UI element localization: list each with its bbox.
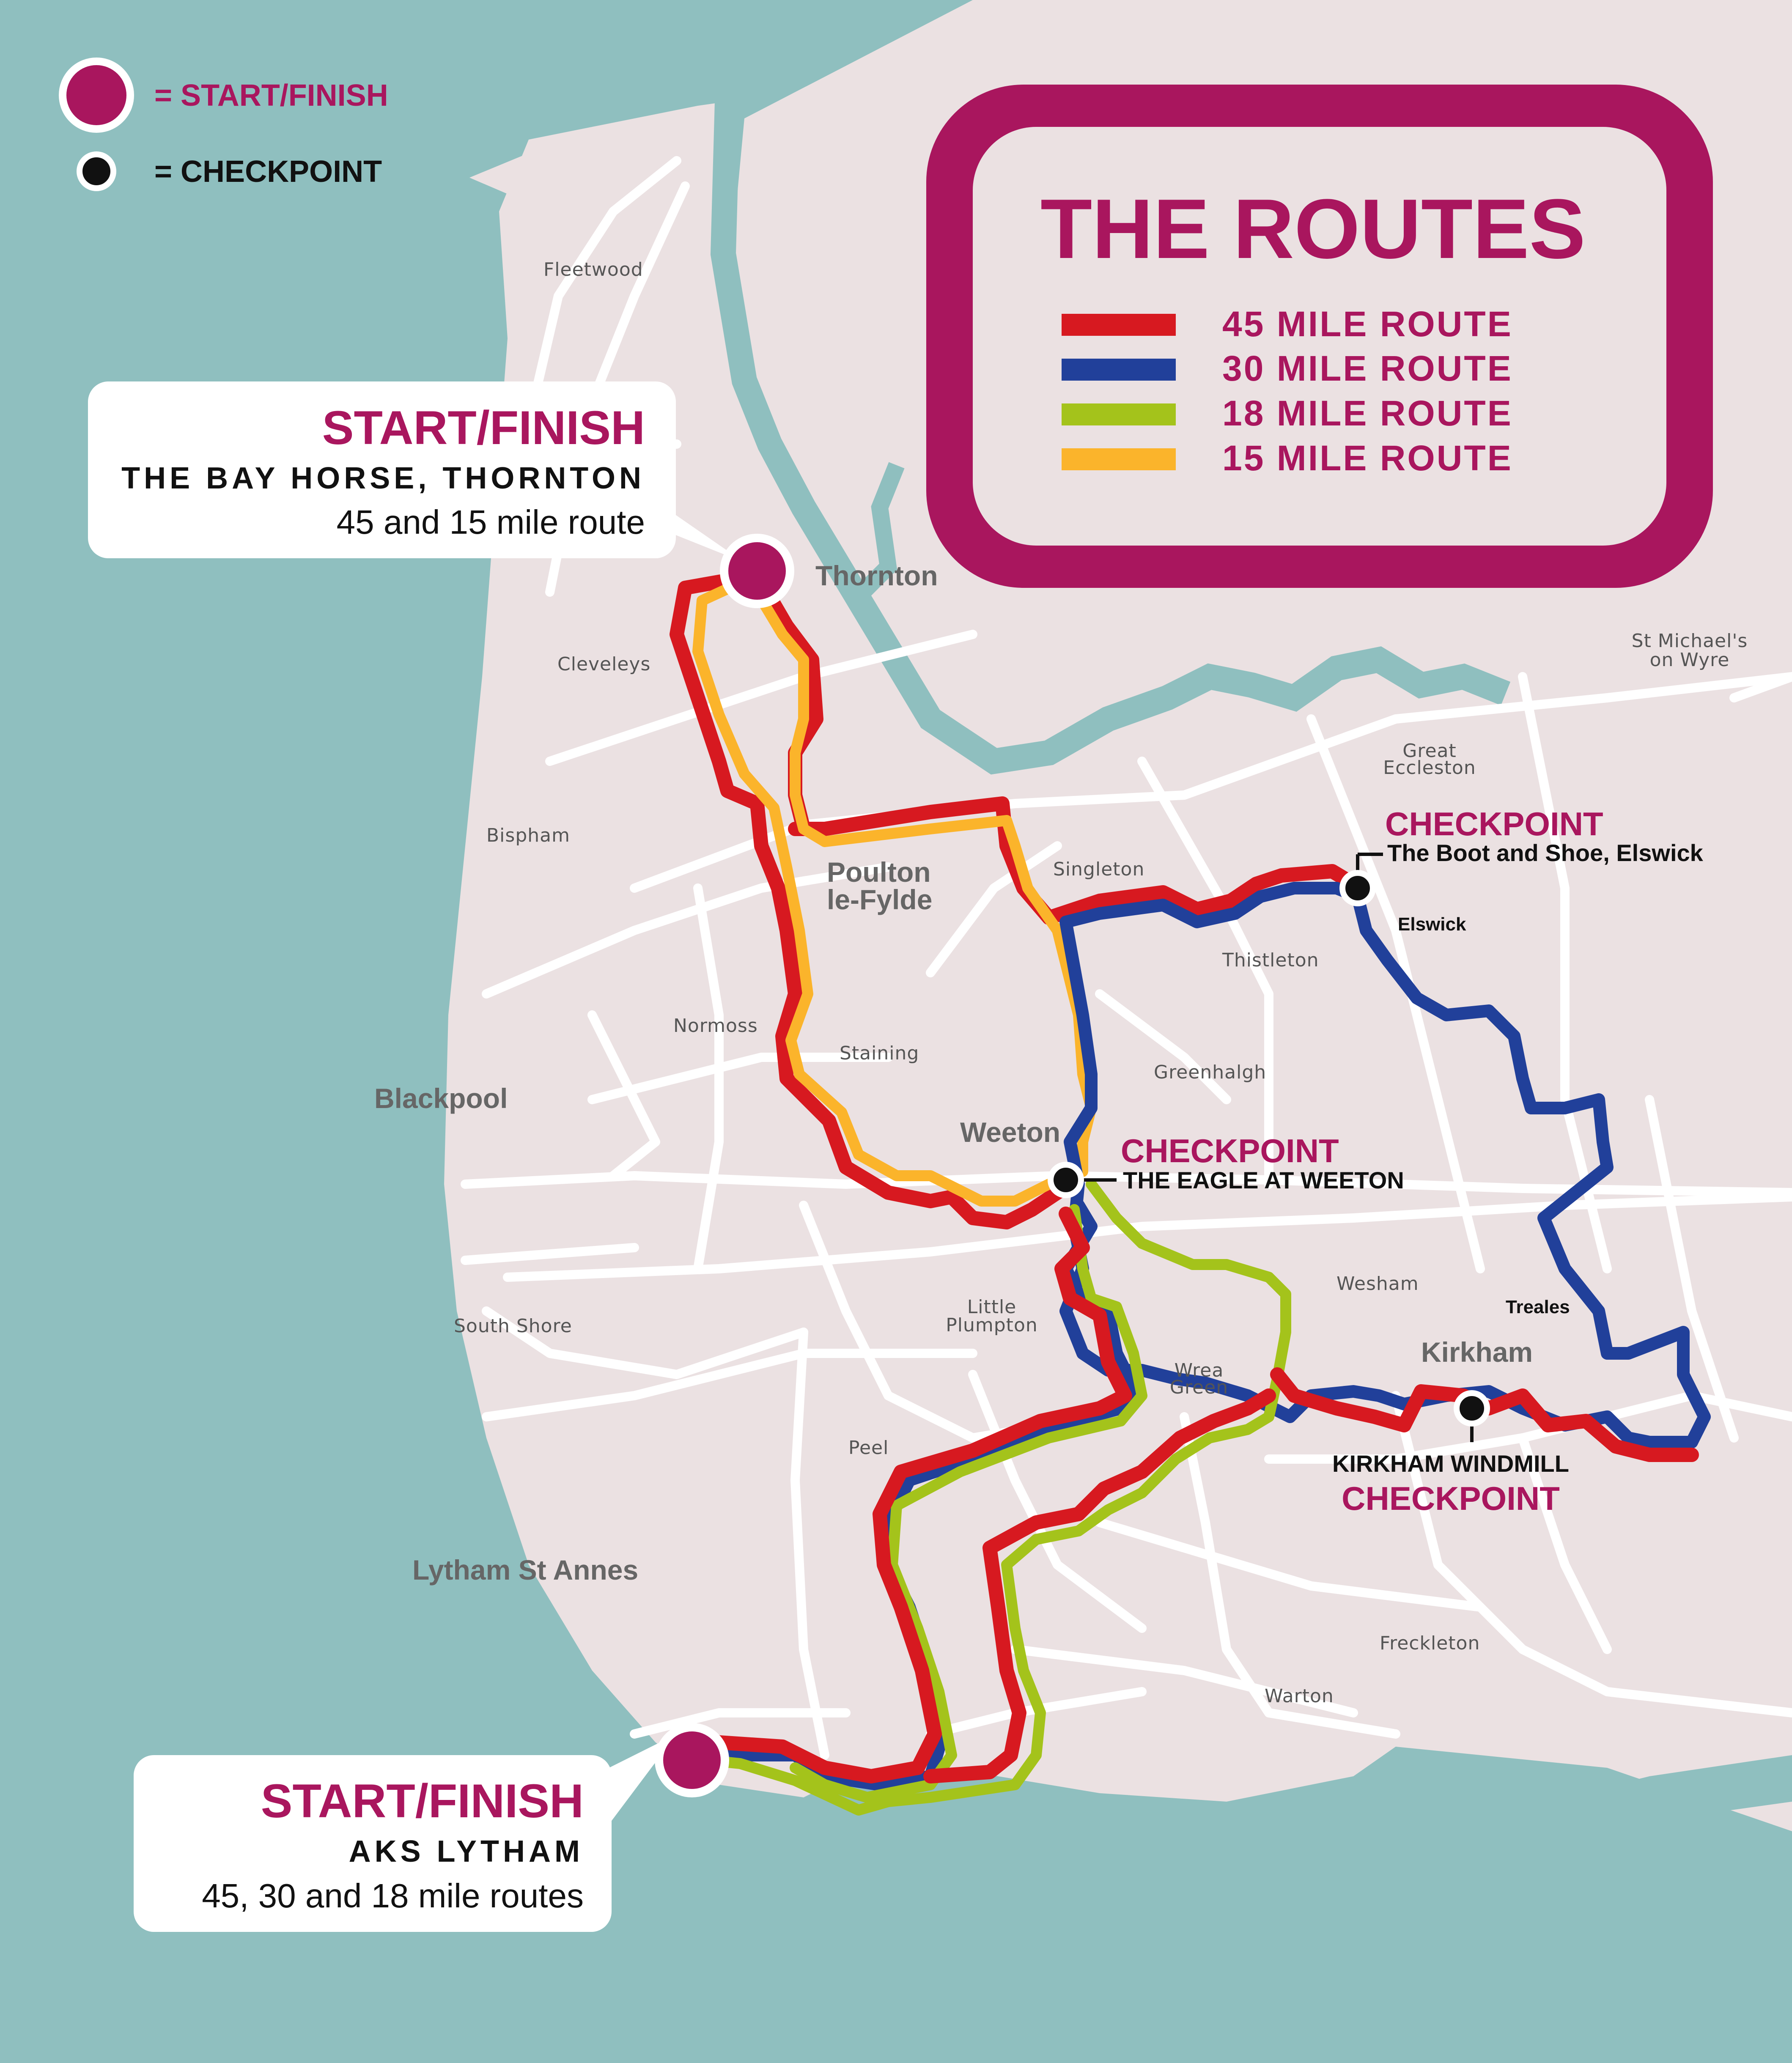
routes-title: THE ROUTES xyxy=(1040,182,1586,276)
checkpoint-elswick[interactable]: CHECKPOINT The Boot and Shoe, Elswick xyxy=(1339,805,1704,906)
route-45-swatch xyxy=(1062,314,1176,336)
checkpoint-weeton-venue: THE EAGLE AT WEETON xyxy=(1123,1167,1404,1193)
route-30-swatch xyxy=(1062,359,1176,381)
place-fleetwood: Fleetwood xyxy=(543,259,643,280)
checkpoint-kirkham-title: CHECKPOINT xyxy=(1342,1480,1560,1517)
checkpoint-marker[interactable] xyxy=(1048,1162,1084,1198)
checkpoint-kirkham-venue: KIRKHAM WINDMILL xyxy=(1332,1450,1569,1477)
route-45-north-loop xyxy=(670,568,1077,1229)
place-great-eccleston-2: Eccleston xyxy=(1383,757,1476,779)
start-lytham-venue: AKS LYTHAM xyxy=(349,1835,584,1868)
place-normoss: Normoss xyxy=(673,1015,758,1037)
place-warton: Warton xyxy=(1265,1685,1334,1707)
place-singleton: Singleton xyxy=(1053,859,1144,880)
route-18-label: 18 MILE ROUTE xyxy=(1222,393,1513,433)
place-peel: Peel xyxy=(848,1437,889,1459)
legend: = START/FINISH = CHECKPOINT xyxy=(59,58,388,191)
place-great-eccleston-1: Great xyxy=(1402,740,1457,762)
river-bottom xyxy=(1535,1774,1615,2063)
checkpoint-marker[interactable] xyxy=(1454,1390,1490,1427)
route-15-label: 15 MILE ROUTE xyxy=(1222,438,1513,478)
legend-checkpoint-label: = CHECKPOINT xyxy=(154,155,382,189)
town-thornton: Thornton xyxy=(815,560,938,591)
place-st-michaels-2: on Wyre xyxy=(1650,649,1730,671)
place-treales: Treales xyxy=(1506,1297,1570,1317)
town-weeton: Weeton xyxy=(960,1117,1060,1148)
place-greenhalgh: Greenhalgh xyxy=(1154,1062,1266,1083)
land-spit xyxy=(469,110,694,203)
place-staining: Staining xyxy=(840,1042,919,1064)
town-kirkham: Kirkham xyxy=(1421,1336,1533,1368)
river-wyre-branch xyxy=(856,462,905,598)
place-little-plumpton-2: Plumpton xyxy=(946,1314,1038,1336)
town-blackpool: Blackpool xyxy=(374,1083,508,1114)
route-18-swatch xyxy=(1062,403,1176,425)
start-finish-marker-thornton[interactable] xyxy=(720,534,794,608)
route-18-inner xyxy=(790,1204,1147,1803)
start-lytham-callout: START/FINISH AKS LYTHAM 45, 30 and 18 mi… xyxy=(134,1734,677,1932)
route-45-poulton-singleton xyxy=(788,796,1361,925)
routes-legend-box: THE ROUTES 45 MILE ROUTE 30 MILE ROUTE 1… xyxy=(926,85,1713,588)
checkpoint-elswick-venue: The Boot and Shoe, Elswick xyxy=(1387,839,1704,866)
checkpoint-weeton-title: CHECKPOINT xyxy=(1121,1132,1339,1169)
place-bispham: Bispham xyxy=(486,825,570,846)
start-finish-marker-lytham[interactable] xyxy=(655,1723,729,1797)
route-30 xyxy=(1059,882,1711,1448)
route-45-south xyxy=(686,1207,1132,1783)
place-st-michaels-1: St Michael's xyxy=(1632,630,1748,652)
start-thornton-callout: START/FINISH THE BAY HORSE, THORNTON 45 … xyxy=(88,381,744,562)
start-lytham-title: START/FINISH xyxy=(261,1775,584,1827)
route-30-label: 30 MILE ROUTE xyxy=(1222,348,1513,388)
route-45-south-west xyxy=(923,1388,1276,1783)
place-wrea-green-1: Wrea xyxy=(1175,1360,1224,1381)
route-15-swatch xyxy=(1062,448,1176,470)
checkpoint-legend-icon xyxy=(77,151,116,191)
town-poulton-2: le-Fylde xyxy=(827,884,932,915)
route-45-label: 45 MILE ROUTE xyxy=(1222,304,1513,344)
start-thornton-note: 45 and 15 mile route xyxy=(337,503,645,541)
start-lytham-note: 45, 30 and 18 mile routes xyxy=(202,1877,584,1915)
town-lytham: Lytham St Annes xyxy=(412,1554,638,1586)
place-south-shore: South Shore xyxy=(454,1315,572,1337)
checkpoint-marker[interactable] xyxy=(1339,870,1376,906)
start-thornton-venue: THE BAY HORSE, THORNTON xyxy=(121,461,645,495)
place-elswick: Elswick xyxy=(1398,914,1466,935)
start-finish-legend-icon xyxy=(59,58,134,133)
route-18 xyxy=(692,1179,1291,1816)
place-cleveleys: Cleveleys xyxy=(557,653,650,675)
ribble-estuary xyxy=(1227,1755,1792,2063)
place-freckleton: Freckleton xyxy=(1380,1632,1480,1654)
checkpoint-elswick-title: CHECKPOINT xyxy=(1385,805,1603,842)
place-little-plumpton-1: Little xyxy=(967,1296,1017,1318)
place-thistleton: Thistleton xyxy=(1222,949,1319,971)
legend-start-finish-label: = START/FINISH xyxy=(154,79,388,112)
town-poulton-1: Poulton xyxy=(827,856,931,888)
place-wrea-green-2: Green xyxy=(1170,1377,1228,1398)
routes-box-inner xyxy=(973,127,1666,546)
place-wesham: Wesham xyxy=(1336,1273,1419,1295)
checkpoint-kirkham[interactable]: KIRKHAM WINDMILL CHECKPOINT xyxy=(1332,1390,1569,1517)
checkpoint-weeton[interactable]: CHECKPOINT THE EAGLE AT WEETON xyxy=(1048,1132,1404,1198)
start-thornton-title: START/FINISH xyxy=(322,401,645,454)
callout-box xyxy=(88,381,676,558)
river-wyre xyxy=(710,101,1511,775)
callout-box xyxy=(134,1755,612,1932)
